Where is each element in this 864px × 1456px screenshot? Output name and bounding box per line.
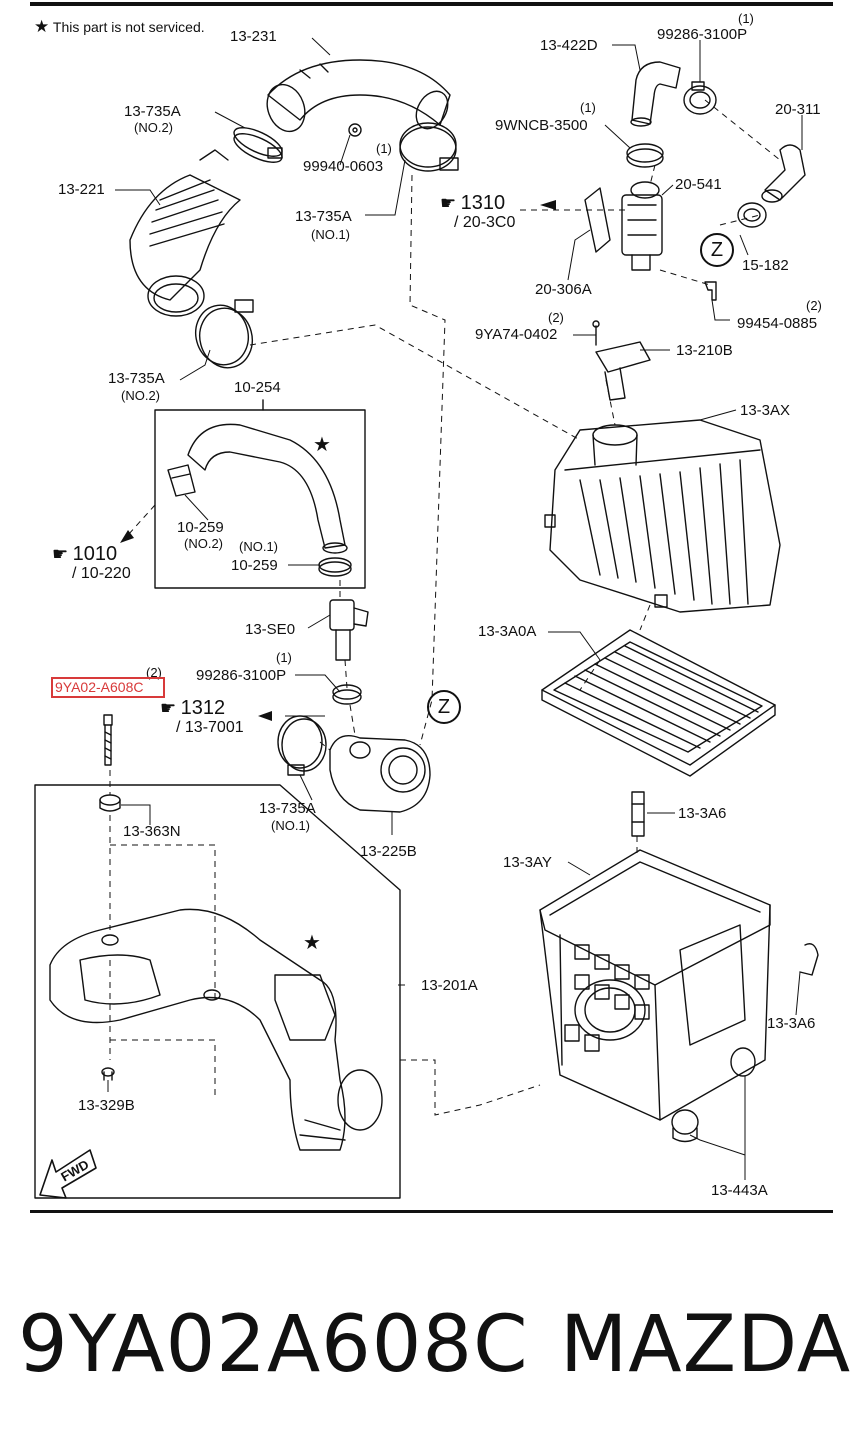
qty-99286-mid: (1) <box>276 650 292 665</box>
label-13-3A6-bot[interactable]: 13-3A6 <box>767 1015 816 1032</box>
brand-title: MAZDA <box>560 1300 852 1390</box>
highlighted-part-9YA02-A608C[interactable]: 9YA02-A608C <box>51 677 165 698</box>
part-number-title: 9YA02A608C <box>18 1300 529 1390</box>
z-marker-top: Z <box>700 233 734 267</box>
star-icon: ★ <box>34 17 50 36</box>
filter-13-3A0A-drawing <box>541 629 776 777</box>
clamp-13-735A-bottom-drawing <box>277 715 327 776</box>
sensor-13-210B-drawing <box>595 341 651 401</box>
clamp-9WNCB-drawing <box>626 143 664 168</box>
qty-99940: (1) <box>376 141 392 156</box>
label-13-735A-no2-top-sub: (NO.2) <box>134 120 173 135</box>
label-13-735A-no2-mid[interactable]: 13-735A <box>108 370 165 387</box>
hose-10-254-drawing <box>187 423 348 554</box>
hose-13-422D-drawing <box>630 61 681 127</box>
airbox-lower-13-3AY-drawing <box>539 849 771 1121</box>
label-13-735A-no1-top-sub: (NO.1) <box>311 227 350 242</box>
label-13-210B[interactable]: 13-210B <box>676 342 733 359</box>
clip-13-3A6-top-drawing <box>631 791 645 837</box>
mount-13-443A-drawing <box>671 1047 756 1143</box>
duct-13-201A-drawing <box>49 908 383 1151</box>
label-13-225B[interactable]: 13-225B <box>360 843 417 860</box>
pointing-hand-icon: ☛ <box>52 544 69 564</box>
label-99940-0603[interactable]: 99940-0603 <box>303 158 384 175</box>
star-icon-13-201A: ★ <box>303 932 321 954</box>
label-13-735A-no2-mid-sub: (NO.2) <box>121 388 160 403</box>
grommet-13-329B-drawing <box>101 1067 115 1081</box>
screw-9YA74-drawing <box>592 320 600 346</box>
qty-99454: (2) <box>806 298 822 313</box>
ref-1310[interactable]: ☛ 1310 / 20-3C0 <box>440 192 516 231</box>
gasket-20-306A-drawing <box>584 187 611 253</box>
group-box-10-254 <box>154 409 366 589</box>
pointing-hand-icon: ☛ <box>160 698 177 718</box>
qty-9YA74: (2) <box>548 310 564 325</box>
bolt-99454-drawing <box>704 281 717 301</box>
label-10-259-no2-sub: (NO.2) <box>184 536 223 551</box>
label-9WNCB-3500[interactable]: 9WNCB-3500 <box>495 117 588 134</box>
label-9YA74-0402[interactable]: 9YA74-0402 <box>475 326 558 343</box>
label-13-3A0A[interactable]: 13-3A0A <box>478 623 537 640</box>
label-13-201A[interactable]: 13-201A <box>421 977 478 994</box>
z-marker-mid: Z <box>427 690 461 724</box>
fwd-arrow-drawing <box>39 1149 97 1199</box>
label-10-259-no1[interactable]: 10-259 <box>231 557 278 574</box>
pointing-hand-icon: ☛ <box>440 193 457 213</box>
notice-text: ★ This part is not serviced. <box>34 17 205 36</box>
label-10-259-no1-sub: (NO.1) <box>239 539 278 554</box>
valve-13-SE0-drawing <box>329 599 369 661</box>
clamp-99286-top-drawing <box>683 81 717 115</box>
label-13-443A[interactable]: 13-443A <box>711 1182 768 1199</box>
qty-9WNCB: (1) <box>580 100 596 115</box>
label-13-735A-no1-top[interactable]: 13-735A <box>295 208 352 225</box>
label-10-254[interactable]: 10-254 <box>234 379 281 396</box>
label-20-541[interactable]: 20-541 <box>675 176 722 193</box>
clamp-10-259-no2-drawing <box>167 464 196 497</box>
label-99286-3100P-top[interactable]: 99286-3100P <box>657 26 748 43</box>
clamp-13-735A-top-drawing <box>233 127 283 163</box>
label-20-311[interactable]: 20-311 <box>775 101 821 118</box>
star-icon-10-254: ★ <box>313 434 331 456</box>
label-13-363N[interactable]: 13-363N <box>123 823 181 840</box>
label-10-259-no2[interactable]: 10-259 <box>177 519 224 536</box>
label-13-3A6-top[interactable]: 13-3A6 <box>678 805 727 822</box>
bottom-border <box>30 1210 833 1213</box>
duct-13-225B-drawing <box>329 735 431 813</box>
hose-13-221-drawing <box>129 149 241 317</box>
clamp-15-182-drawing <box>737 202 767 228</box>
sensor-20-541-drawing <box>621 181 663 271</box>
top-border <box>30 2 833 6</box>
qty-9YA02: (2) <box>146 665 162 680</box>
label-13-735A-no1-bot[interactable]: 13-735A <box>259 800 316 817</box>
ref-1010[interactable]: ☛ 1010 / 10-220 <box>52 543 131 582</box>
nut-99940-drawing <box>348 123 362 137</box>
clamp-13-735A-mid-drawing <box>195 299 254 369</box>
label-20-306A[interactable]: 20-306A <box>535 281 592 298</box>
label-13-SE0[interactable]: 13-SE0 <box>245 621 296 638</box>
label-13-735A-no1-bot-sub: (NO.1) <box>271 818 310 833</box>
qty-99286-top: (1) <box>738 11 754 26</box>
label-13-3AY[interactable]: 13-3AY <box>503 854 552 871</box>
label-99454-0885[interactable]: 99454-0885 <box>737 315 818 332</box>
label-13-221[interactable]: 13-221 <box>58 181 105 198</box>
label-13-231[interactable]: 13-231 <box>230 28 277 45</box>
grommet-13-363N-drawing <box>99 794 121 812</box>
label-13-3AX[interactable]: 13-3AX <box>740 402 791 419</box>
clamp-13-735A-no1-top-drawing <box>399 122 459 172</box>
clip-13-3A6-bot-drawing <box>799 943 819 976</box>
label-99286-3100P-mid[interactable]: 99286-3100P <box>196 667 287 684</box>
bolt-9YA02-drawing <box>103 714 113 766</box>
group-box-13-201A <box>34 784 401 1199</box>
airbox-cover-13-3AX-drawing <box>544 419 781 613</box>
label-13-422D[interactable]: 13-422D <box>540 37 598 54</box>
hose-20-311-drawing <box>761 144 806 203</box>
ref-1312[interactable]: ☛ 1312 / 13-7001 <box>160 697 244 736</box>
label-13-329B[interactable]: 13-329B <box>78 1097 135 1114</box>
label-13-735A-no2-top[interactable]: 13-735A <box>124 103 181 120</box>
clamp-10-259-no1-drawing <box>318 557 352 577</box>
label-15-182[interactable]: 15-182 <box>742 257 789 274</box>
